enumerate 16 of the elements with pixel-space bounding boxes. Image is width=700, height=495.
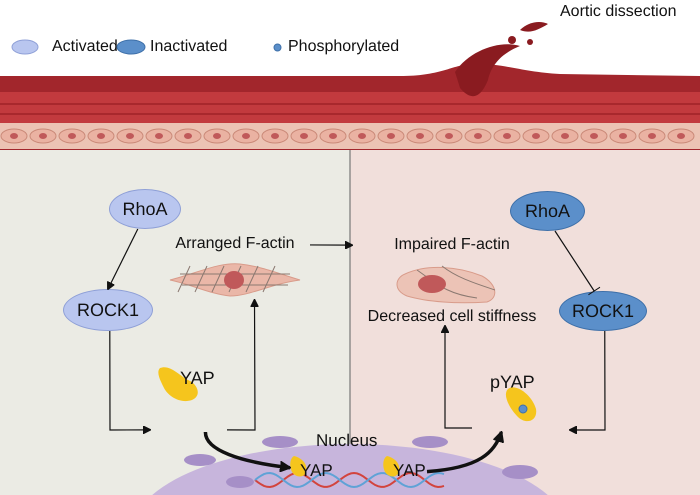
legend-label: Activated xyxy=(52,38,118,56)
legend-label: Inactivated xyxy=(150,38,228,56)
legend-label: Phosphorylated xyxy=(288,38,400,56)
arrow xyxy=(310,240,354,250)
cell-state-label: Arranged F-actin xyxy=(174,235,296,253)
protein-label: pYAP xyxy=(490,372,535,392)
annotation-label: Aortic dissection xyxy=(560,3,676,21)
arrow xyxy=(227,298,260,431)
arrow xyxy=(440,324,472,429)
arrow xyxy=(107,228,138,290)
cell-state-label: Impaired F-actin xyxy=(393,236,511,254)
cell-state-label: Decreased cell stiffness xyxy=(366,308,538,326)
arrow xyxy=(568,331,606,434)
arrow xyxy=(109,331,152,434)
protein-label: YAP xyxy=(180,368,215,388)
inhibition-line xyxy=(554,230,601,296)
